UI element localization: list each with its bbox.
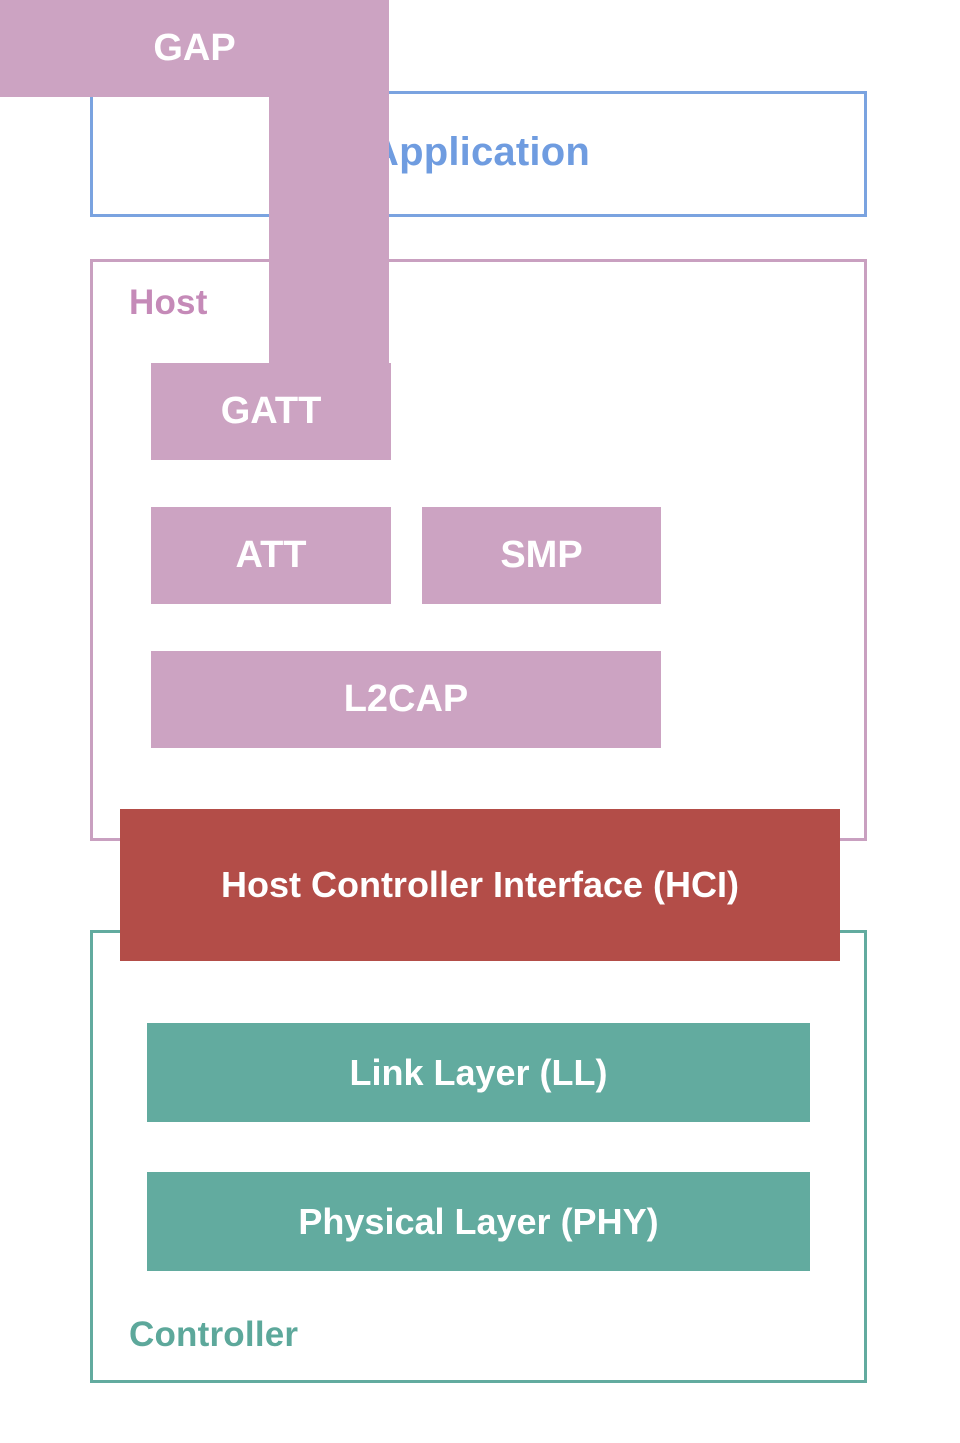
application-group-frame	[90, 91, 867, 217]
block-smp: SMP	[422, 507, 661, 604]
host-group-label: Host	[129, 283, 208, 322]
block-att: ATT	[151, 507, 391, 604]
block-gap-label: GAP	[153, 27, 236, 69]
block-link-layer: Link Layer (LL)	[147, 1023, 810, 1122]
block-host-controller-interface-label: Host Controller Interface (HCI)	[220, 864, 740, 905]
block-physical-layer: Physical Layer (PHY)	[147, 1172, 810, 1271]
block-gap: GAP	[0, 0, 389, 385]
block-smp-label: SMP	[500, 534, 583, 576]
application-group-label: Application	[370, 130, 590, 174]
controller-group-label: Controller	[129, 1315, 299, 1354]
block-gatt-label: GATT	[220, 390, 322, 432]
block-gap-top-arm	[0, 0, 389, 97]
block-host-controller-interface: Host Controller Interface (HCI)	[120, 809, 840, 961]
block-l2cap-label: L2CAP	[343, 678, 469, 720]
block-att-label: ATT	[235, 534, 307, 576]
block-gap-side-arm	[269, 97, 389, 385]
block-link-layer-label: Link Layer (LL)	[349, 1051, 608, 1093]
block-l2cap: L2CAP	[151, 651, 661, 748]
block-physical-layer-label: Physical Layer (PHY)	[298, 1200, 659, 1242]
